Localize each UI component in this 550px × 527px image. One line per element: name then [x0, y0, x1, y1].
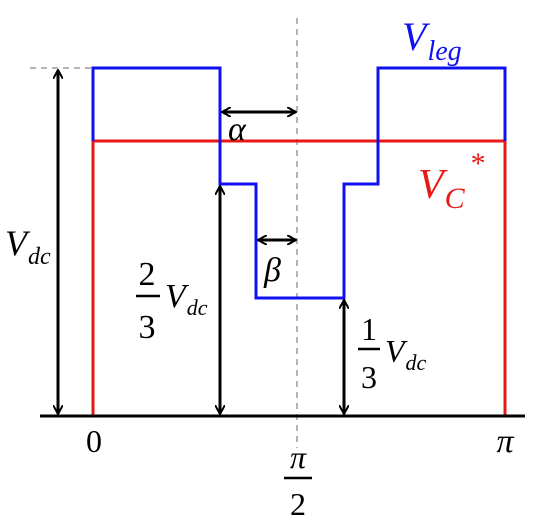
tick-pi-label: π: [496, 423, 514, 460]
one-third-vdc-label: Vdc: [385, 333, 427, 375]
v-c-star-label: VC*: [418, 147, 486, 215]
v-leg-label: Vleg: [402, 14, 462, 67]
two-thirds-numerator: 2: [139, 256, 156, 293]
tick-pi-half-numerator: π: [290, 439, 307, 475]
two-thirds-denominator: 3: [139, 309, 156, 346]
v-leg-waveform: [91, 66, 507, 300]
two-thirds-vdc-label: Vdc: [165, 278, 208, 320]
one-third-denominator: 3: [361, 359, 377, 395]
tick-pi-half-denominator: 2: [290, 486, 306, 522]
vdc-label: Vdc: [5, 223, 51, 270]
tick-zero-label: 0: [86, 423, 102, 459]
alpha-label: α: [228, 111, 247, 148]
one-third-numerator: 1: [361, 311, 377, 347]
beta-label: β: [263, 252, 281, 289]
v-c-reference-waveform: [91, 139, 507, 416]
